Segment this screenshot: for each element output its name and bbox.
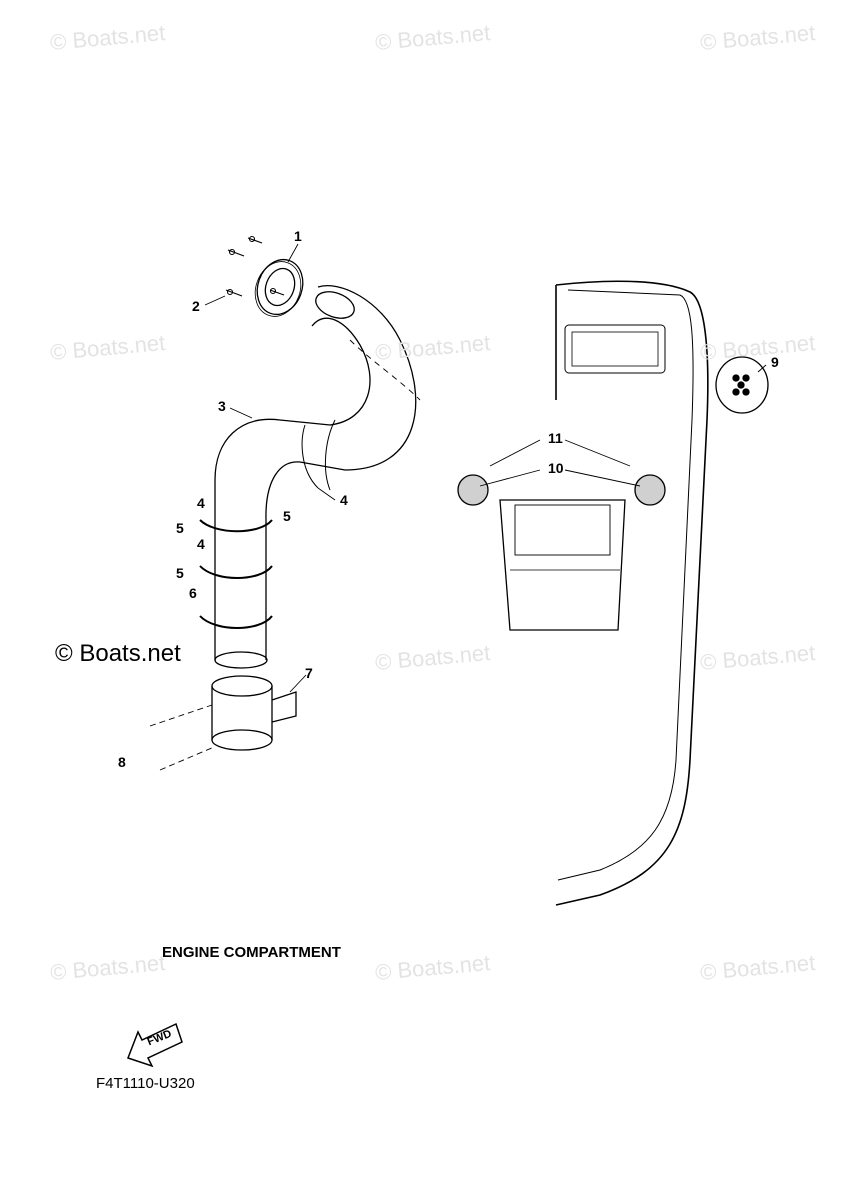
callout-7: 7	[305, 665, 313, 681]
callout-4: 4	[340, 492, 348, 508]
part-3-hose	[214, 285, 421, 669]
part-10-speakers	[457, 474, 666, 506]
callout-8: 8	[118, 754, 126, 770]
callout-6: 6	[189, 585, 197, 601]
hull-outline	[555, 280, 709, 906]
diagram-code: F4T1110-U320	[96, 1075, 195, 1092]
watermark: © Boats.net	[55, 640, 181, 667]
fwd-arrow-icon	[127, 1022, 183, 1068]
callout-4: 4	[197, 495, 205, 511]
part-9-grille	[715, 356, 769, 414]
callout-1: 1	[294, 228, 302, 244]
callout-10: 10	[548, 460, 564, 476]
part-7-adapter	[149, 675, 297, 771]
storage-tray	[499, 499, 626, 631]
callout-5: 5	[283, 508, 291, 524]
callout-2: 2	[192, 298, 200, 314]
diagram-title: ENGINE COMPARTMENT	[162, 944, 341, 961]
part-1-flange	[254, 258, 304, 317]
callout-11: 11	[548, 430, 563, 446]
callout-5: 5	[176, 520, 184, 536]
callout-3: 3	[218, 398, 226, 414]
part-4-clamps	[199, 519, 273, 629]
part-2-screws	[225, 235, 285, 297]
leader-lines	[204, 243, 767, 693]
callout-9: 9	[771, 354, 779, 370]
callout-4: 4	[197, 536, 205, 552]
callout-5: 5	[176, 565, 184, 581]
